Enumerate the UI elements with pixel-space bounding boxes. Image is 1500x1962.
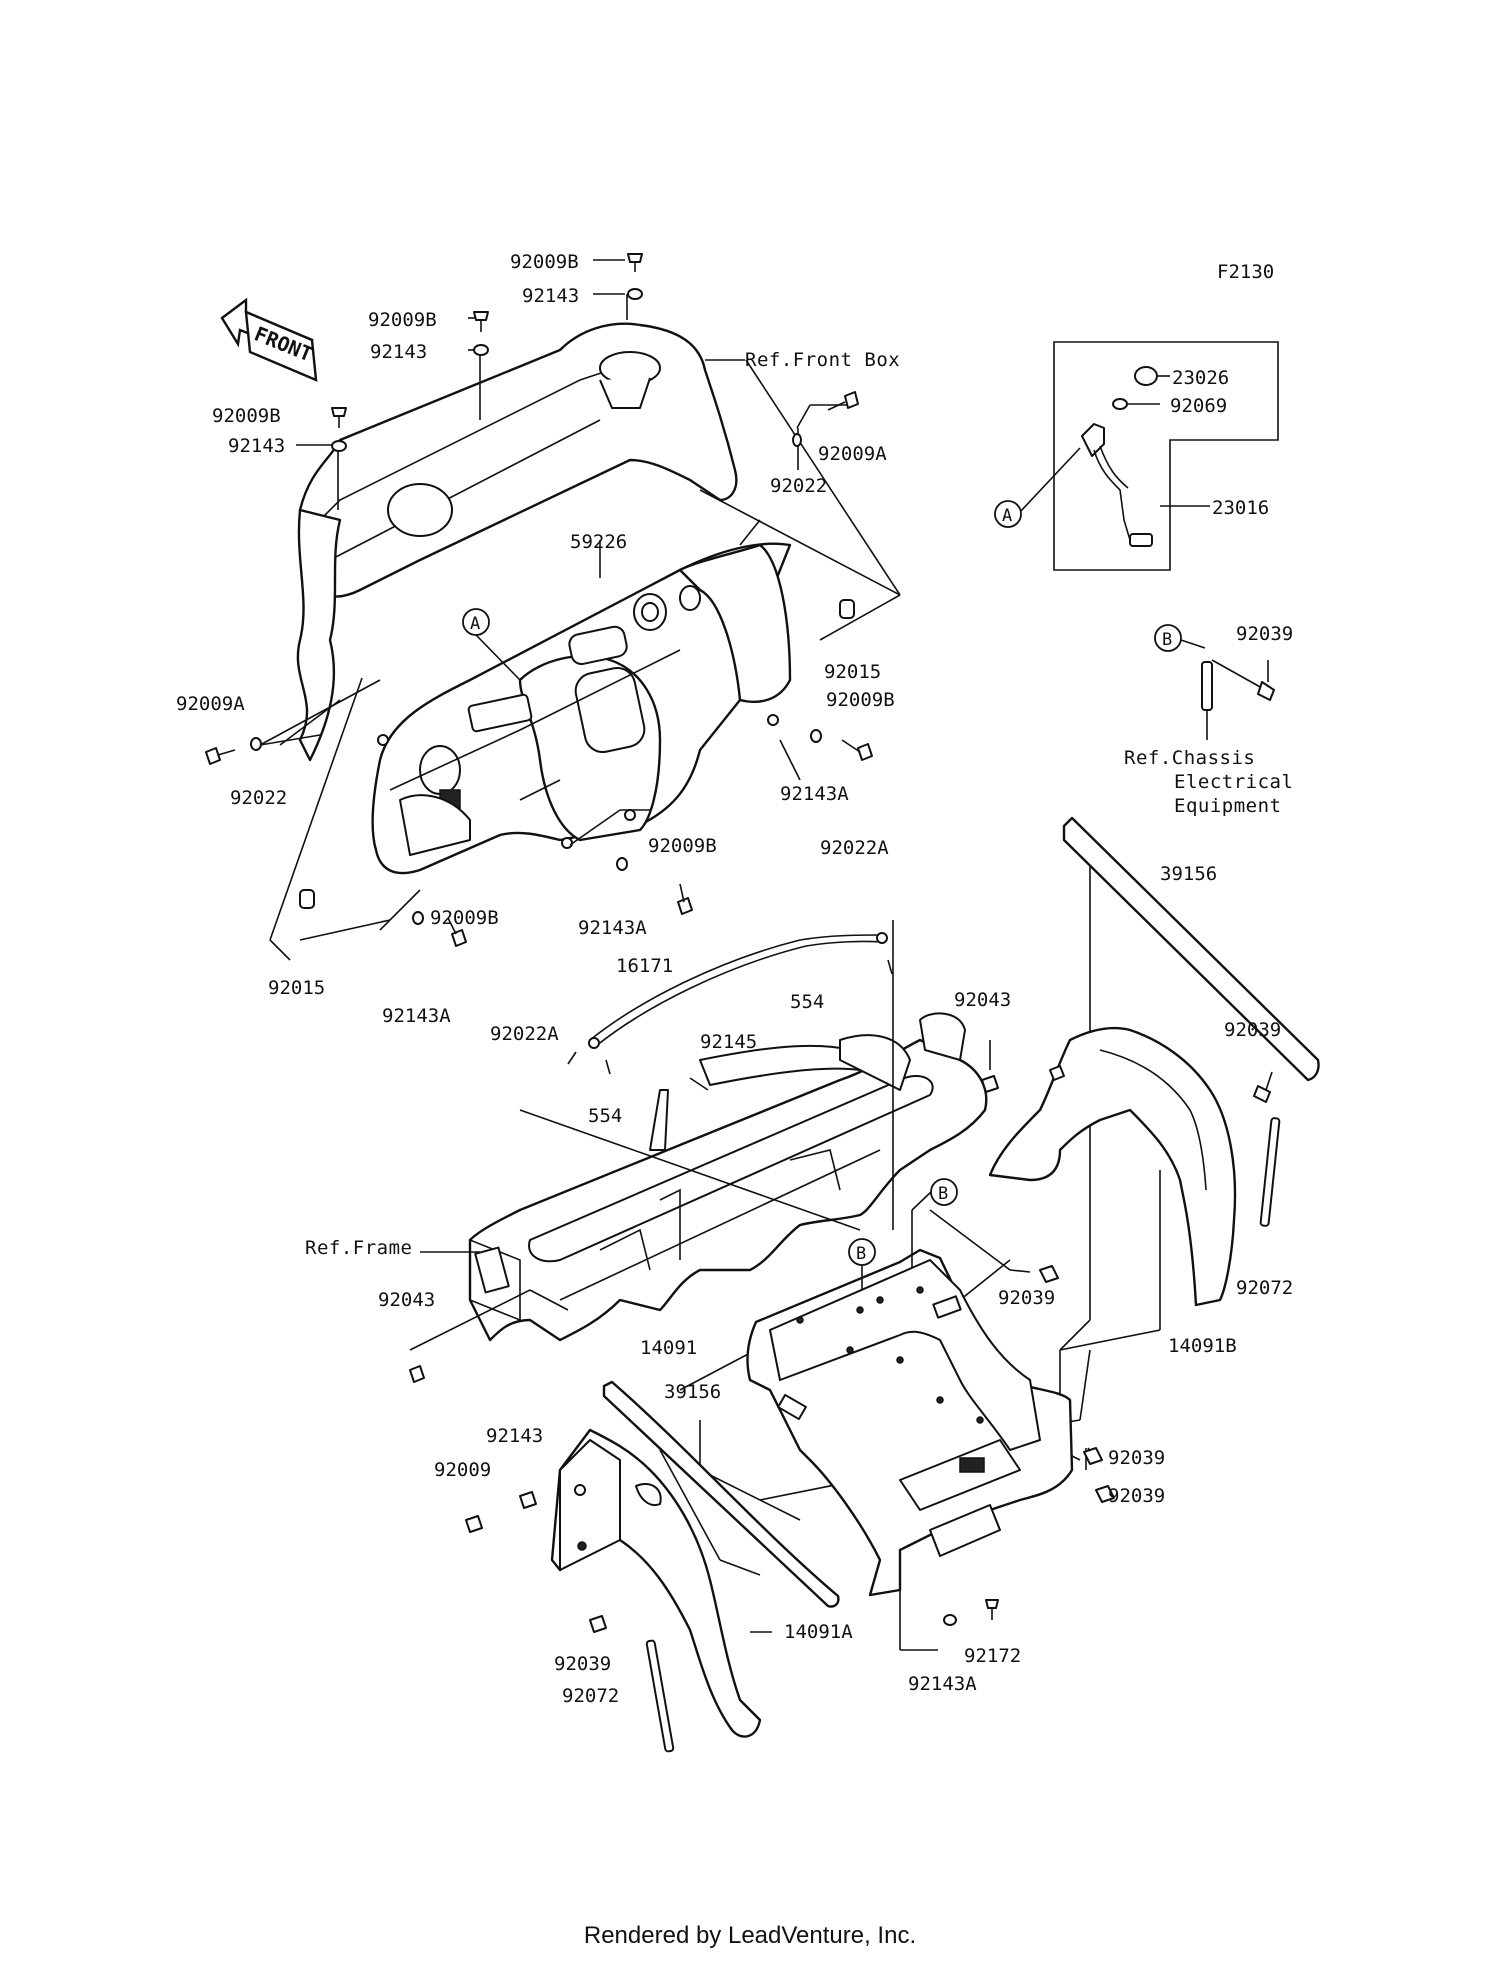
ref-chassis-electrical-line1: Ref.Chassis (1124, 747, 1255, 769)
bolt-92072-right (1259, 1117, 1281, 1227)
bolt-92072-left (645, 1639, 675, 1753)
svg-text:A: A (470, 614, 480, 634)
part-92143[interactable]: 92143 (370, 341, 427, 363)
part-92009B[interactable]: 92009B (826, 689, 895, 711)
part-39156[interactable]: 39156 (1160, 863, 1217, 885)
part-92143A[interactable]: 92143A (908, 1673, 977, 1695)
part-92143A[interactable]: 92143A (780, 783, 849, 805)
inset-box (1019, 341, 1279, 571)
front-cover-assembly (296, 322, 792, 875)
part-14091A[interactable]: 14091A (784, 1621, 853, 1643)
fasteners-upper (205, 253, 873, 947)
part-92009B[interactable]: 92009B (510, 251, 579, 273)
part-92143[interactable]: 92143 (228, 435, 285, 457)
svg-text:B: B (938, 1184, 948, 1204)
part-92039[interactable]: 92039 (998, 1287, 1055, 1309)
ref-chassis-electrical-line2: Electrical (1174, 771, 1293, 793)
svg-text:A: A (1002, 506, 1012, 526)
ref-front-box: Ref.Front Box (745, 349, 900, 371)
part-14091[interactable]: 14091 (640, 1337, 697, 1359)
strip-39156-left (602, 1380, 840, 1608)
part-92072[interactable]: 92072 (562, 1685, 619, 1707)
part-92022A[interactable]: 92022A (820, 837, 889, 859)
part-554[interactable]: 554 (790, 991, 824, 1013)
part-92143A[interactable]: 92143A (382, 1005, 451, 1027)
strip-39156-right (1062, 816, 1320, 1082)
frame-assembly (468, 932, 988, 1342)
svg-text:B: B (1162, 630, 1172, 650)
callout-a-inset: A (994, 500, 1022, 528)
part-23016[interactable]: 23016 (1212, 497, 1269, 519)
part-92009B[interactable]: 92009B (430, 907, 499, 929)
part-92143[interactable]: 92143 (486, 1425, 543, 1447)
callout-b-lower2: B (848, 1238, 876, 1290)
part-92009B[interactable]: 92009B (212, 405, 281, 427)
part-92022[interactable]: 92022 (230, 787, 287, 809)
footer-credit: Rendered by LeadVenture, Inc. (583, 1922, 917, 1949)
part-92043[interactable]: 92043 (954, 989, 1011, 1011)
labels-lower: 39156 92022A 16171 554 92145 92022A 554 … (305, 837, 1293, 1707)
part-14091B[interactable]: 14091B (1168, 1335, 1237, 1357)
part-92009A[interactable]: 92009A (818, 443, 887, 465)
part-92172[interactable]: 92172 (964, 1645, 1021, 1667)
part-92143[interactable]: 92143 (522, 285, 579, 307)
part-92069[interactable]: 92069 (1170, 395, 1227, 417)
callout-b-lower1: B (911, 1178, 958, 1268)
part-39156[interactable]: 39156 (664, 1381, 721, 1403)
part-92022[interactable]: 92022 (770, 475, 827, 497)
part-92015[interactable]: 92015 (268, 977, 325, 999)
part-92039[interactable]: 92039 (554, 1653, 611, 1675)
part-92143A[interactable]: 92143A (578, 917, 647, 939)
part-16171[interactable]: 16171 (616, 955, 673, 977)
part-92043[interactable]: 92043 (378, 1289, 435, 1311)
part-92009B[interactable]: 92009B (368, 309, 437, 331)
fender-14091B (988, 1026, 1237, 1307)
part-92039[interactable]: 92039 (1236, 623, 1293, 645)
ref-frame: Ref.Frame (305, 1237, 412, 1259)
ref-chassis-electrical-line3: Equipment (1174, 795, 1281, 817)
part-92145[interactable]: 92145 (700, 1031, 757, 1053)
part-23026[interactable]: 23026 (1172, 367, 1229, 389)
fasteners-lower (409, 1075, 1115, 1633)
svg-text:B: B (856, 1244, 866, 1264)
part-92072[interactable]: 92072 (1236, 1277, 1293, 1299)
diagram-code: F2130 (1217, 261, 1274, 283)
part-92039[interactable]: 92039 (1224, 1019, 1281, 1041)
callout-b-chassis: B (1154, 624, 1275, 740)
part-92009B[interactable]: 92009B (648, 835, 717, 857)
part-92039[interactable]: 92039 (1108, 1485, 1165, 1507)
part-92009A[interactable]: 92009A (176, 693, 245, 715)
callout-a: A (462, 608, 521, 681)
part-92022A[interactable]: 92022A (490, 1023, 559, 1045)
part-554[interactable]: 554 (588, 1105, 622, 1127)
part-92039[interactable]: 92039 (1108, 1447, 1165, 1469)
part-92015[interactable]: 92015 (824, 661, 881, 683)
labels-upper: 92009B 92143 92009B 92143 92009B 92143 R… (176, 251, 900, 1027)
part-59226[interactable]: 59226 (570, 531, 627, 553)
front-arrow-icon: FRONT (220, 297, 318, 382)
part-92009[interactable]: 92009 (434, 1459, 491, 1481)
